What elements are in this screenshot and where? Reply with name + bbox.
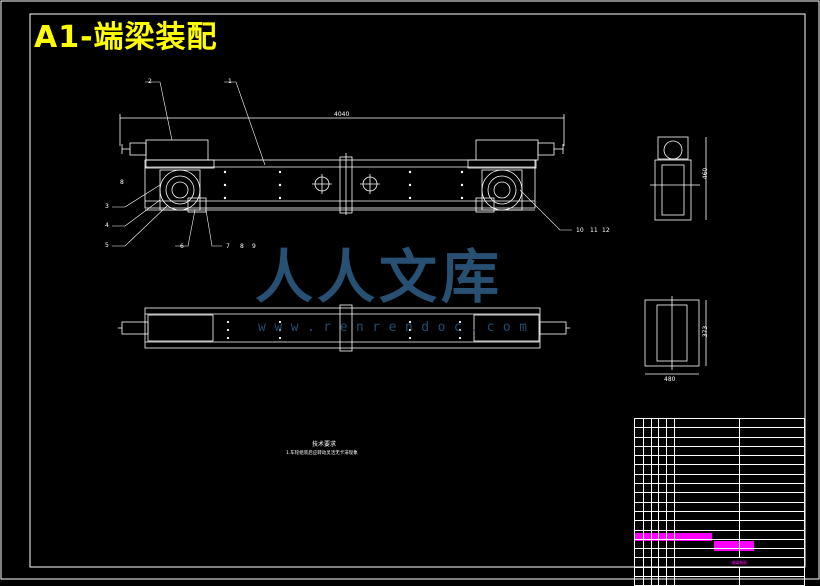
table-row: [634, 548, 806, 559]
table-row: [634, 473, 806, 485]
table-row: [634, 427, 806, 438]
dim-height: 8: [120, 179, 124, 186]
table-row: [634, 520, 806, 531]
dim-bottom-height: 373: [702, 325, 710, 338]
front-view: [119, 114, 565, 215]
table-row: [634, 464, 806, 475]
title-block-drawing-name: 端梁装配: [673, 557, 806, 568]
table-row: [634, 529, 806, 540]
dim-bottom-width: 480: [664, 376, 676, 383]
watermark-brand: 人人文库: [255, 243, 504, 311]
balloon-9: 9: [252, 243, 256, 250]
table-row: [634, 566, 806, 578]
table-row: [634, 576, 806, 586]
balloon-11: 11: [590, 227, 598, 234]
table-row: [634, 538, 806, 550]
side-view: [650, 136, 707, 221]
top-view: [118, 304, 570, 352]
tech-req-line1: 1.车轮组装后应转动灵活无卡滞现象: [286, 451, 358, 456]
dim-side-height: 460: [702, 167, 710, 180]
bolt-holes-front: [223, 170, 464, 200]
balloon-10: 10: [576, 227, 584, 234]
tech-req-heading: 技术要求: [312, 441, 337, 448]
dim-overall-length: 4040: [334, 111, 350, 118]
table-row: [634, 455, 806, 466]
balloon-1: 1: [228, 78, 232, 85]
drawing-title: A1-端梁装配: [34, 20, 218, 55]
balloon-2: 2: [148, 78, 152, 85]
balloon-3: 3: [105, 203, 109, 210]
leader-lines: [112, 81, 572, 247]
watermark-url: www.renrendoc.com: [258, 320, 536, 335]
table-row: [634, 510, 806, 522]
table-row: 端梁装配: [634, 557, 806, 568]
balloon-12: 12: [602, 227, 610, 234]
table-row: [634, 492, 806, 503]
balloon-8: 8: [240, 243, 244, 250]
parts-list-table: 端梁装配: [634, 417, 806, 586]
table-row: [634, 483, 806, 494]
table-row: [634, 436, 806, 447]
table-row: [634, 445, 806, 457]
table-row: [634, 501, 806, 512]
section-view: [644, 296, 707, 375]
balloon-6: 6: [180, 243, 184, 250]
balloon-7: 7: [226, 243, 230, 250]
inner-frame: [29, 13, 806, 568]
table-row: [634, 417, 806, 429]
bolt-holes-top: [226, 320, 462, 340]
balloon-5: 5: [105, 242, 109, 249]
balloon-4: 4: [105, 222, 109, 229]
